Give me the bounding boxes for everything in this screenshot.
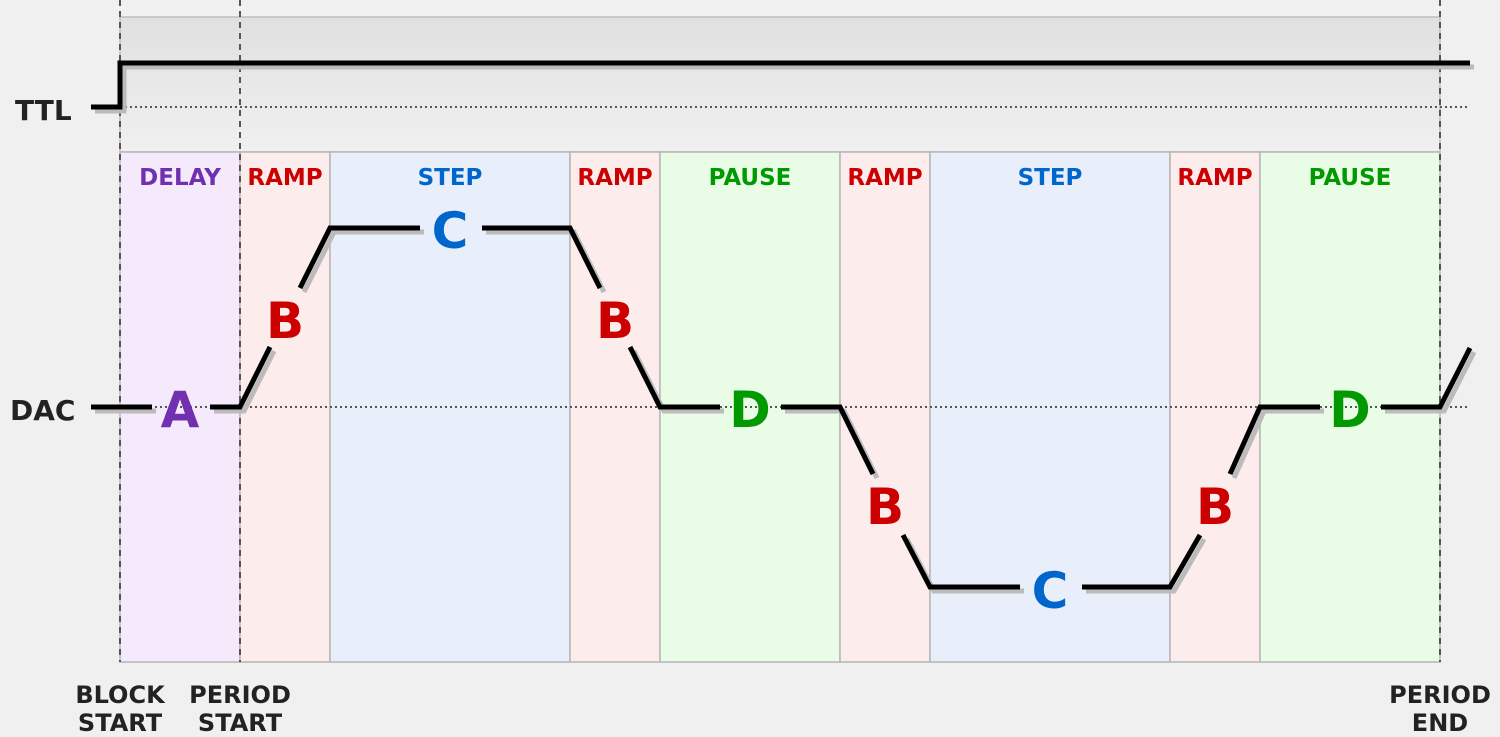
segment-delay-title: DELAY — [139, 165, 221, 191]
dac-wave-segment-7 — [1082, 533, 1203, 590]
segment-titles: DELAY RAMP STEP RAMP PAUSE RAMP STEP RAMP PAUSE — [139, 165, 1391, 191]
dac-wave-segment-3 — [482, 225, 603, 290]
dac-wave-segment-8 — [1227, 404, 1320, 476]
segment-letters: A B C B D B C B D — [161, 202, 1371, 620]
period-start-label-line1: PERIOD — [189, 681, 291, 709]
segment-step-title: STEP — [418, 165, 483, 191]
period-end-label-line2: END — [1412, 709, 1468, 737]
block-start-label-line2: START — [78, 709, 163, 737]
segment-letter-d: D — [1329, 381, 1371, 439]
period-start-label-line2: START — [198, 709, 283, 737]
dac-wave-segment-9 — [1381, 346, 1473, 410]
segment-ramp-title: RAMP — [577, 165, 652, 191]
ttl-band — [119, 16, 1441, 153]
segment-letter-c: C — [432, 202, 469, 260]
ttl-label: TTL — [15, 94, 72, 127]
dac-waveform — [91, 225, 1477, 594]
segment-ramp-title: RAMP — [847, 165, 922, 191]
segment-step-title: STEP — [1018, 165, 1083, 191]
segment-letter-b: B — [866, 478, 904, 536]
period-end-label-line1: PERIOD — [1389, 681, 1491, 709]
segment-letter-b: B — [1196, 478, 1234, 536]
dac-wave-shadow-9 — [1385, 350, 1477, 414]
segment-ramp-title: RAMP — [247, 165, 322, 191]
segment-letter-a: A — [161, 381, 200, 439]
dac-wave-shadow-1 — [214, 349, 277, 414]
dac-label: DAC — [10, 394, 75, 427]
segment-letter-b: B — [266, 292, 304, 350]
segment-pause-title: PAUSE — [709, 165, 792, 191]
dac-wave-segment-1 — [210, 345, 273, 410]
dac-wave-shadow-2 — [301, 229, 424, 294]
ttl-signal-shadow — [95, 64, 1474, 114]
dac-wave-segment-2 — [297, 225, 420, 290]
segment-letter-c: C — [1032, 562, 1069, 620]
block-start-label-line1: BLOCK — [75, 681, 166, 709]
dac-wave-segment-6 — [900, 533, 1020, 590]
dac-wave-shadow-7 — [1086, 537, 1207, 594]
segment-pause-title: PAUSE — [1309, 165, 1392, 191]
segment-ramp-title: RAMP — [1177, 165, 1252, 191]
dac-wave-shadow-8 — [1231, 408, 1324, 480]
segment-letter-d: D — [729, 381, 771, 439]
segment-letter-b: B — [596, 292, 634, 350]
dac-wave-segment-5 — [781, 404, 876, 476]
ttl-signal — [91, 60, 1470, 110]
dac-wave-segment-4 — [627, 345, 720, 410]
